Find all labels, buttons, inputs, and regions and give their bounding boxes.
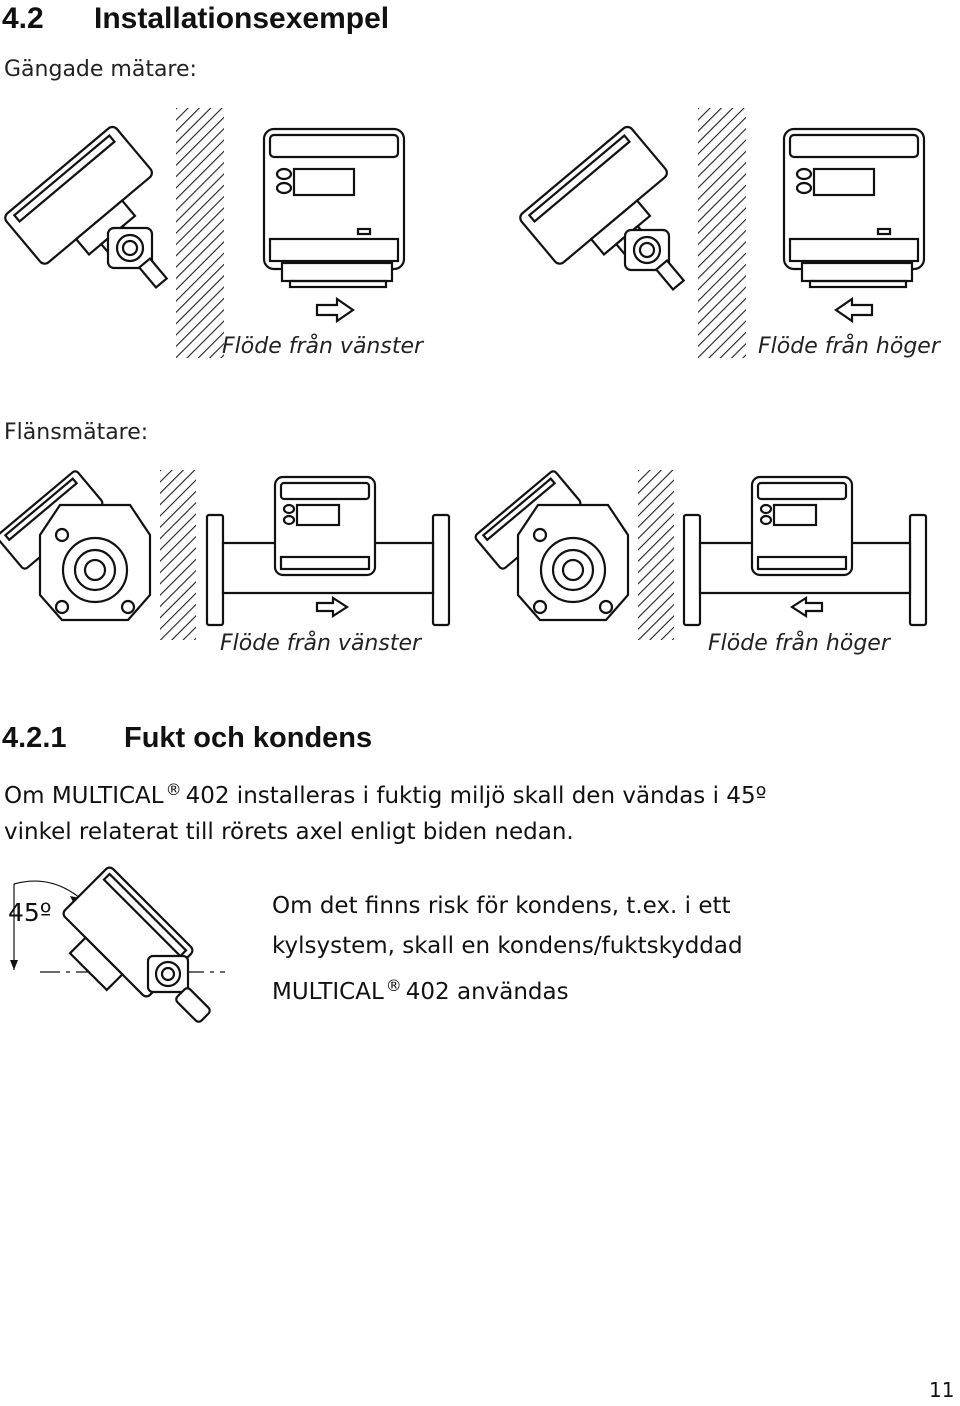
flanged-caption-left: Flöde från vänster: [220, 631, 422, 656]
registered-mark: ®: [165, 780, 182, 799]
note-line-1: Om det finns risk för kondens, t.ex. i e…: [272, 893, 731, 919]
threaded-caption-right: Flöde från höger: [758, 334, 940, 359]
wall-hatch-flanged-right: [638, 470, 674, 640]
paragraph-line-2: vinkel relaterat till rörets axel enligt…: [4, 819, 574, 845]
figure-note: Om det finns risk för kondens, t.ex. i e…: [272, 886, 743, 1012]
paragraph-line-1: Om MULTICAL®402 installeras i fuktig mil…: [4, 780, 767, 809]
threaded-caption-left: Flöde från vänster: [222, 334, 424, 359]
front-threaded-meter-right: [782, 127, 926, 289]
flanged-label: Flänsmätare:: [4, 420, 149, 445]
tilted-flanged-meter-right: [474, 470, 630, 622]
threaded-label: Gängade mätare:: [4, 57, 197, 82]
wall-hatch-flanged-left: [160, 470, 196, 640]
registered-mark: ®: [385, 976, 402, 995]
subsection-title: Fukt och kondens: [124, 722, 373, 754]
arrow-left-icon: [789, 595, 824, 619]
front-threaded-meter-left: [262, 127, 406, 289]
wall-hatch-right: [698, 108, 746, 358]
front-flanged-meter-right: [682, 475, 928, 627]
wall-hatch-left: [176, 108, 224, 358]
page-number: 11: [929, 1378, 955, 1402]
angle-label: 45º: [8, 898, 52, 927]
tilted-threaded-meter-right: [519, 125, 686, 292]
section-title: Installationsexempel: [94, 2, 390, 35]
arrow-left-icon: [834, 296, 874, 324]
section-number: 4.2: [2, 2, 44, 35]
note-line-3: MULTICAL®402 användas: [272, 976, 569, 1005]
subsection-heading: 4.2.1 Fukt och kondens: [2, 722, 372, 755]
paragraph: Om MULTICAL®402 installeras i fuktig mil…: [4, 772, 766, 850]
arrow-right-icon: [315, 296, 355, 324]
front-flanged-meter-left: [205, 475, 451, 627]
note-line-2: kylsystem, skall en kondens/fuktskyddad: [272, 933, 743, 959]
subsection-number: 4.2.1: [2, 722, 67, 754]
angle-45-meter-figure: [10, 866, 225, 1023]
section-heading: 4.2 Installationsexempel: [2, 2, 389, 36]
tilted-flanged-meter-left: [0, 470, 152, 622]
flanged-caption-right: Flöde från höger: [708, 631, 890, 656]
tilted-threaded-meter-left: [4, 125, 169, 290]
arrow-right-icon: [315, 595, 350, 619]
